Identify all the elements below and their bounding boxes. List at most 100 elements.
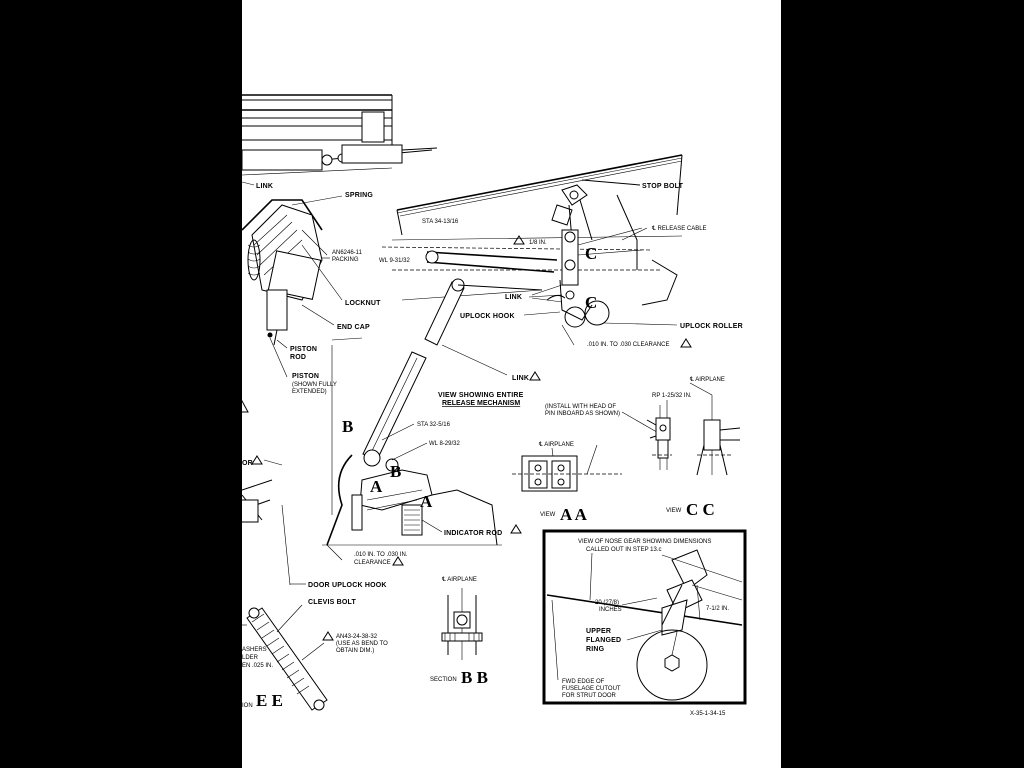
inset-title-1: VIEW OF NOSE GEAR SHOWING DIMENSIONS: [578, 539, 711, 545]
airplane-bb-label: ℄ AIRPLANE: [441, 577, 477, 583]
fuselage-outline: [396, 154, 683, 306]
door-clearance-label-2: CLEARANCE: [354, 560, 391, 566]
sta-lower-leader: [381, 423, 415, 441]
end-cap-label: END CAP: [337, 324, 370, 331]
upper-ring-label-3: RING: [586, 646, 605, 653]
view-cc-prefix: VIEW: [666, 508, 682, 514]
left-partial-block: [242, 499, 259, 523]
door-uplock-hook-assembly: [281, 454, 502, 586]
uplock-roller-label: UPLOCK ROLLER: [680, 323, 743, 330]
b-letter-upper: B: [342, 417, 353, 436]
fwd-edge-label-2: FUSELAGE CUTOUT: [562, 686, 621, 692]
sta-lower-label: STA 32-5/16: [417, 422, 451, 428]
view-title-line-1: VIEW SHOWING ENTIRE: [438, 392, 524, 399]
washers-label-3: EN .025 IN.: [242, 663, 273, 669]
triangle-note-icon: [680, 338, 692, 348]
view-cc-drawing: ℄ AIRPLANE RP 1-25/32 IN.: [646, 377, 741, 476]
spring-cylinder-assembly: [242, 195, 343, 378]
cc-dim-label: RP 1-25/32 IN.: [652, 393, 692, 399]
uplock-hook-label: UPLOCK HOOK: [460, 313, 515, 320]
triangle-note-icon: [242, 399, 249, 413]
release-cable-label: ℄ RELEASE CABLE: [651, 226, 707, 232]
triangle-note-icon: [322, 631, 334, 641]
uplock-hook-leader: [523, 311, 561, 316]
link-lower-label: LINK: [512, 375, 529, 382]
drawing-number: X-35-1-34-15: [690, 711, 726, 717]
section-bb-prefix: SECTION: [430, 677, 457, 683]
link-mid-label: LINK: [505, 294, 522, 301]
view-aa-prefix: VIEW: [540, 512, 556, 518]
inset-dim-1: 20 (27/8): [595, 600, 619, 606]
link-rod-assembly: [331, 278, 543, 515]
c-letter-upper: C: [585, 244, 597, 263]
door-clearance-label-1: .010 IN. TO .030 IN.: [354, 552, 408, 558]
view-ee-label: E E: [256, 691, 283, 710]
airplane-cc-label: ℄ AIRPLANE: [689, 377, 725, 383]
view-aa-drawing: ℄ AIRPLANE: [512, 442, 622, 492]
an-packing-label-1: AN6246-11: [332, 250, 363, 256]
piston-label: PISTON: [292, 373, 319, 380]
sta-top-label: STA 34-13/16: [422, 219, 459, 225]
view-title-line-2: RELEASE MECHANISM: [442, 400, 520, 407]
release-cable-leader: [621, 227, 648, 241]
washers-label-1: ASHERS: [242, 647, 267, 653]
section-bb-drawing: ℄ AIRPLANE: [441, 577, 483, 660]
piston-note-1: (SHOWN FULLY: [292, 382, 337, 388]
upper-rail-assembly: [242, 94, 438, 176]
partial-or-label: OR: [242, 460, 253, 467]
or-leader: [263, 459, 283, 466]
drawing-sheet: LINK SPRING AN6246-11 PACKING LOCKNUT EN…: [242, 0, 781, 768]
locknut-label: LOCKNUT: [345, 300, 381, 307]
spring-label: SPRING: [345, 192, 373, 199]
an-bend-label-3: OBTAIN DIM.): [336, 648, 374, 654]
install-note-1: (INSTALL WITH HEAD OF: [545, 404, 616, 410]
piston-rod-label-1: PISTON: [290, 346, 317, 353]
nose-gear-inset: VIEW OF NOSE GEAR SHOWING DIMENSIONS CAL…: [542, 529, 747, 705]
install-note-leader: [621, 411, 663, 436]
door-uplock-hook-label: DOOR UPLOCK HOOK: [308, 582, 387, 589]
view-aa-label: A A: [560, 505, 588, 524]
an-packing-label-2: PACKING: [332, 257, 359, 263]
fwd-edge-label-3: FOR STRUT DOOR: [562, 693, 617, 699]
uplock-clearance-label: .010 IN. TO .030 CLEARANCE: [587, 342, 669, 348]
an-bend-label-2: (USE AS BEND TO: [336, 641, 388, 647]
stop-bolt-label: STOP BOLT: [642, 183, 684, 190]
install-note-2: PIN INBOARD AS SHOWN): [545, 411, 620, 417]
link-top-label: LINK: [256, 183, 273, 190]
clearance-leader: [561, 324, 575, 346]
airplane-aa-label: ℄ AIRPLANE: [538, 442, 574, 448]
view-ee-prefix: ION: [242, 703, 253, 709]
uplock-roller-leader: [603, 322, 678, 326]
wl-lower-leader: [391, 442, 428, 461]
inset-dim-2: INCHES: [599, 607, 622, 613]
triangle-note-icon: [513, 235, 525, 245]
upper-ring-label-1: UPPER: [586, 628, 611, 635]
triangle-note-icon: [510, 524, 522, 534]
stop-bolt-assembly: [551, 179, 641, 241]
triangle-note-icon: [392, 556, 404, 566]
indicator-rod-leader: [421, 519, 443, 533]
link-mid-leader: [528, 294, 563, 298]
c-letter-lower: C: [585, 293, 597, 312]
triangle-note-icon: [529, 371, 541, 381]
clevis-bolt-assembly: [242, 604, 328, 711]
view-cc-label: C C: [686, 500, 715, 519]
uplock-linkage: [531, 227, 643, 328]
piston-rod-label-2: ROD: [290, 354, 306, 361]
release-mechanism-drawing: LINK SPRING AN6246-11 PACKING LOCKNUT EN…: [242, 94, 747, 717]
a-letter-right: A: [420, 492, 433, 511]
sta-clearance-label: 1/8 IN.: [529, 240, 547, 246]
link-top-callout: LINK: [242, 181, 273, 190]
hook-profile: [546, 294, 566, 301]
washers-label-2: LDER: [242, 655, 259, 661]
an-bend-label-1: AN43-24-38-32: [336, 634, 378, 640]
a-letter-left: A: [370, 477, 383, 496]
indicator-rod-label: INDICATOR ROD: [444, 530, 502, 537]
wl-top-label: WL 9-31/32: [379, 258, 410, 264]
wl-lower-label: WL 8-29/32: [429, 441, 460, 447]
inset-tdim: 7-1/2 IN.: [706, 606, 729, 612]
piston-note-2: EXTENDED): [292, 389, 327, 395]
section-bb-label: B B: [461, 668, 488, 687]
inset-title-2: CALLED OUT IN STEP 13.c: [586, 547, 661, 553]
release-arm: [381, 235, 683, 301]
